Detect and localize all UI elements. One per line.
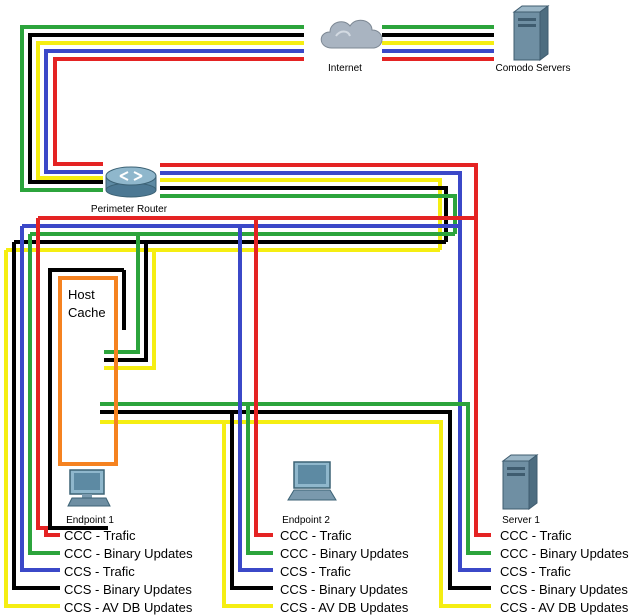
wire-red-router-right	[160, 163, 491, 537]
wire-green-cache-out	[100, 402, 491, 555]
ep1-legend-red: CCC - Trafic	[64, 528, 136, 543]
srv-legend-yellow: CCS - AV DB Updates	[500, 600, 629, 615]
router-icon[interactable]	[105, 166, 157, 198]
ep1-legend-blue: CCS - Trafic	[64, 564, 135, 579]
ep2-legend-yellow: CCS - AV DB Updates	[280, 600, 409, 615]
wire-yellow-router-loop	[160, 178, 442, 250]
wire-yellow-router-internet	[36, 41, 304, 180]
wire-blue-router-internet	[44, 49, 304, 174]
wire-blue-router-right	[160, 171, 491, 572]
server1-label: Server 1	[502, 515, 540, 526]
wire-red-router-internet	[53, 57, 304, 166]
endpoint2-laptop-icon[interactable]	[287, 461, 337, 501]
srv-legend-green: CCC - Binary Updates	[500, 546, 629, 561]
wire-yellow-cache-out	[100, 420, 491, 608]
server1-tower-icon[interactable]	[501, 454, 539, 510]
wire-green-endpoint2	[246, 404, 273, 555]
wire-black-endpoint1	[12, 242, 60, 590]
perimeter-router-label: Perimeter Router	[91, 204, 168, 215]
ep2-legend-red: CCC - Trafic	[280, 528, 352, 543]
endpoint2-label: Endpoint 2	[282, 515, 330, 526]
cloud-icon[interactable]	[320, 19, 383, 49]
ep2-legend-green: CCC - Binary Updates	[280, 546, 409, 561]
host-cache-label-line1: Host	[68, 287, 95, 302]
wire-blue-endpoint1	[20, 226, 60, 572]
srv-legend-blue: CCS - Trafic	[500, 564, 571, 579]
wire-red-endpoint1	[36, 218, 60, 537]
comodo-server-icon[interactable]	[512, 5, 550, 61]
host-cache-box	[58, 276, 118, 466]
ep1-legend-yellow: CCS - AV DB Updates	[64, 600, 193, 615]
srv-legend-black: CCS - Binary Updates	[500, 582, 628, 597]
wire-black-router-internet	[28, 33, 304, 184]
wire-blue-endpoint2	[238, 226, 273, 572]
ep2-legend-blue: CCS - Trafic	[280, 564, 351, 579]
wire-black-endpoint2	[230, 412, 273, 590]
endpoint1-desktop-icon[interactable]	[67, 469, 111, 507]
wire-green-router-loop	[160, 194, 457, 234]
endpoint1-label: Endpoint 1	[66, 515, 114, 526]
wire-yellow-endpoint2	[222, 422, 273, 608]
ep1-legend-green: CCC - Binary Updates	[64, 546, 193, 561]
ep1-legend-black: CCS - Binary Updates	[64, 582, 192, 597]
wire-green-router-internet	[20, 25, 304, 192]
wire-yellow-cache	[104, 250, 156, 370]
ep2-legend-black: CCS - Binary Updates	[280, 582, 408, 597]
wire-black-cache-box	[48, 268, 124, 530]
wire-red-endpoint2	[254, 218, 273, 537]
wire-yellow-endpoint1	[4, 250, 60, 608]
wire-black-cache-out	[100, 410, 491, 590]
wire-green-endpoint1	[28, 234, 60, 555]
comodo-servers-label: Comodo Servers	[495, 63, 570, 74]
srv-legend-red: CCC - Trafic	[500, 528, 572, 543]
host-cache-label-line2: Cache	[68, 305, 106, 320]
internet-label: Internet	[328, 63, 362, 74]
